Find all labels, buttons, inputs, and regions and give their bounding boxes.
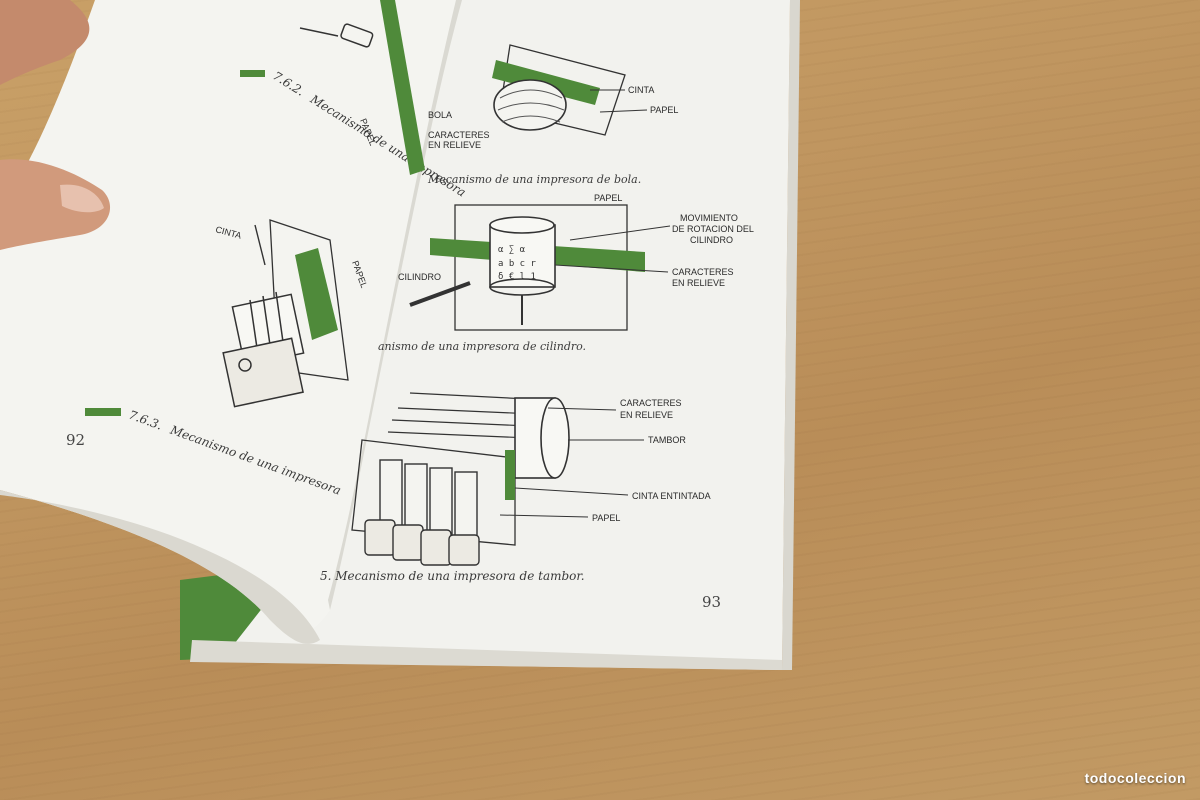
figure-marker-763 (85, 408, 121, 416)
drum-caracteres-line1: CARACTERES (620, 398, 682, 408)
cylinder-printer-figure: PAPEL α ∑ α a b c r δ € l 1 MOVIMIENTO D… (378, 193, 754, 353)
right-page-number: 93 (702, 593, 721, 611)
svg-text:α ∑ α: α ∑ α (498, 245, 526, 255)
cyl-mov-line1: MOVIMIENTO (680, 213, 738, 223)
drum-printer-figure: CARACTERES EN RELIEVE TAMBOR CINTA ENTIN… (320, 392, 711, 583)
fig762-arrow (299, 27, 339, 37)
fig762-ribbon (380, 0, 425, 175)
drum-caracteres-line2: EN RELIEVE (620, 410, 673, 420)
page-bottom-edge (190, 640, 782, 670)
cyl-cilindro-label: CILINDRO (398, 272, 441, 282)
ball-printer-figure: CINTA PAPEL BOLA CARACTERES EN RELIEVE M… (427, 44, 678, 186)
drum-caption: 5. Mecanismo de una impresora de tambor. (320, 569, 585, 583)
type-cylinder (489, 224, 556, 288)
fig762-hammer (340, 23, 374, 48)
cyl-mov-line2: DE ROTACION DEL (672, 224, 754, 234)
cyl-mov-line3: CILINDRO (690, 235, 733, 245)
figure-marker-762 (240, 70, 265, 77)
drum-papel-label: PAPEL (592, 513, 620, 523)
ball-caption: Mecanismo de una impresora de bola. (427, 173, 641, 186)
drum-hammer-bank (364, 459, 480, 566)
left-page-edge (0, 490, 320, 644)
thumb (0, 159, 111, 250)
thumbnail (60, 184, 104, 213)
cyl-caracteres-line2: EN RELIEVE (672, 278, 725, 288)
cyl-papel-label: PAPEL (594, 193, 622, 203)
drum-ribbon (505, 450, 515, 500)
fig763-hammer-bank (222, 291, 305, 408)
cyl-caracteres-line1: CARACTERES (672, 267, 734, 277)
cylinder-caption: anismo de una impresora de cilindro. (378, 340, 586, 353)
ball-papel-label: PAPEL (650, 105, 678, 115)
left-page-number: 92 (66, 431, 85, 449)
ball-caracteres-line1: CARACTERES (428, 130, 490, 140)
drum-cinta-label: CINTA ENTINTADA (632, 491, 711, 501)
ball-cinta-label: CINTA (628, 85, 654, 95)
type-ball (493, 79, 567, 131)
page-gutter-shadow (328, 0, 462, 610)
page-stack-right (782, 0, 800, 670)
svg-text:δ € l 1: δ € l 1 (498, 272, 536, 282)
svg-text:a b c r: a b c r (498, 259, 537, 269)
drum-paper (351, 439, 516, 546)
fig763-ribbon (295, 248, 338, 340)
left-page (0, 0, 462, 634)
watermark-text: todocoleccion (1084, 770, 1186, 786)
hand (0, 0, 90, 85)
ball-caracteres-line2: EN RELIEVE (428, 140, 481, 150)
ball-bola-label: BOLA (428, 110, 452, 120)
fig763-cinta-arrow (254, 224, 266, 266)
drum-tambor-label: TAMBOR (648, 435, 686, 445)
right-page (220, 0, 790, 670)
